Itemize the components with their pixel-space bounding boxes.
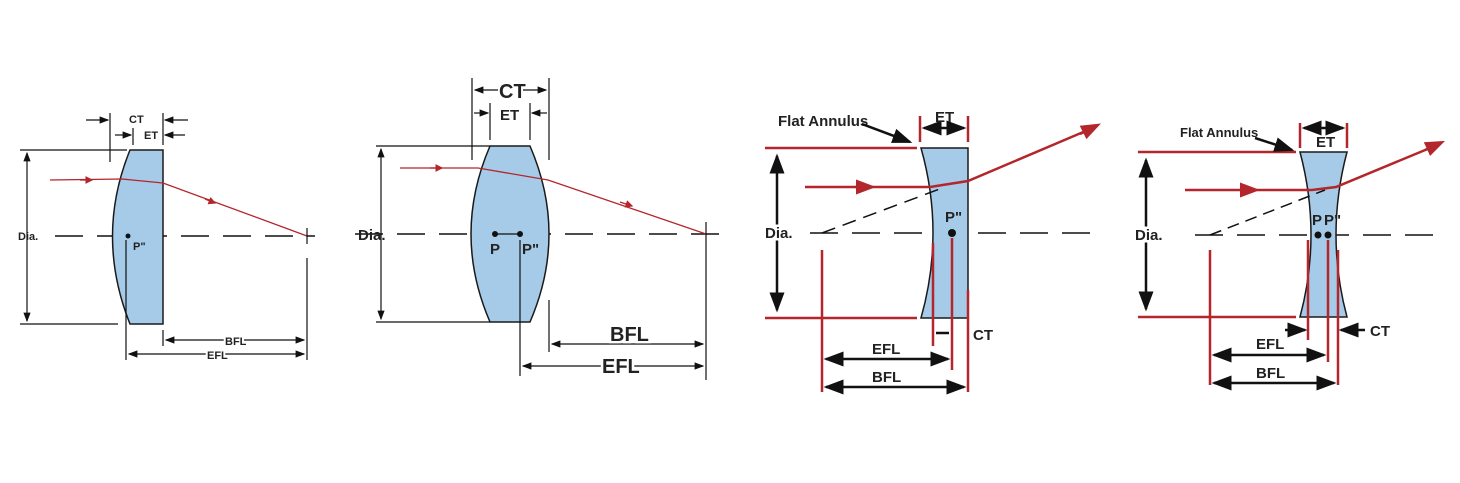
- light-ray: [400, 167, 707, 235]
- p2-label: P": [945, 209, 962, 226]
- efl-label: EFL: [872, 341, 900, 358]
- bfl-label: BFL: [610, 324, 649, 346]
- p2-label: P": [522, 241, 539, 258]
- ct-label: CT: [1370, 323, 1390, 340]
- et-label: ET: [1316, 134, 1335, 151]
- efl-label: EFL: [602, 356, 640, 378]
- p2-label: P": [133, 241, 146, 253]
- ct-label: CT: [499, 81, 526, 103]
- principal-point: [125, 233, 131, 239]
- plano-convex-lens: [111, 149, 164, 325]
- dia-label: Dia.: [765, 225, 793, 242]
- flat-annulus-label: Flat Annulus: [1180, 125, 1258, 140]
- bi-concave-lens: [1299, 151, 1348, 318]
- ct-label: CT: [129, 114, 144, 126]
- et-label: ET: [144, 130, 158, 142]
- plano-concave-lens: [920, 147, 969, 319]
- plano-concave-diagram: Dia. Flat Annulus ET P" CT EFL BFL: [763, 109, 1101, 395]
- dia-label: Dia.: [358, 227, 386, 244]
- efl-label: EFL: [1256, 336, 1284, 353]
- dia-label: Dia.: [18, 231, 38, 243]
- p-label: P: [1312, 212, 1322, 229]
- dia-label: Dia.: [1135, 227, 1163, 244]
- bi-convex-diagram: Dia. CT ET P P" BFL EFL: [355, 78, 730, 381]
- p2-label: P": [1324, 212, 1341, 229]
- bfl-label: BFL: [872, 369, 901, 386]
- plano-convex-diagram: Dia. CT ET P" BFL EFL: [18, 113, 315, 364]
- efl-label: EFL: [207, 350, 228, 362]
- p-label: P: [490, 241, 500, 258]
- bi-concave-diagram: Dia. Flat Annulus ET P P" CT EFL BFL: [1133, 120, 1446, 391]
- bfl-label: BFL: [1256, 365, 1285, 382]
- et-label: ET: [935, 109, 954, 126]
- light-ray: [49, 178, 308, 237]
- et-label: ET: [500, 107, 519, 124]
- bfl-label: BFL: [225, 336, 247, 348]
- flat-annulus-label: Flat Annulus: [778, 113, 868, 130]
- ct-label: CT: [973, 327, 993, 344]
